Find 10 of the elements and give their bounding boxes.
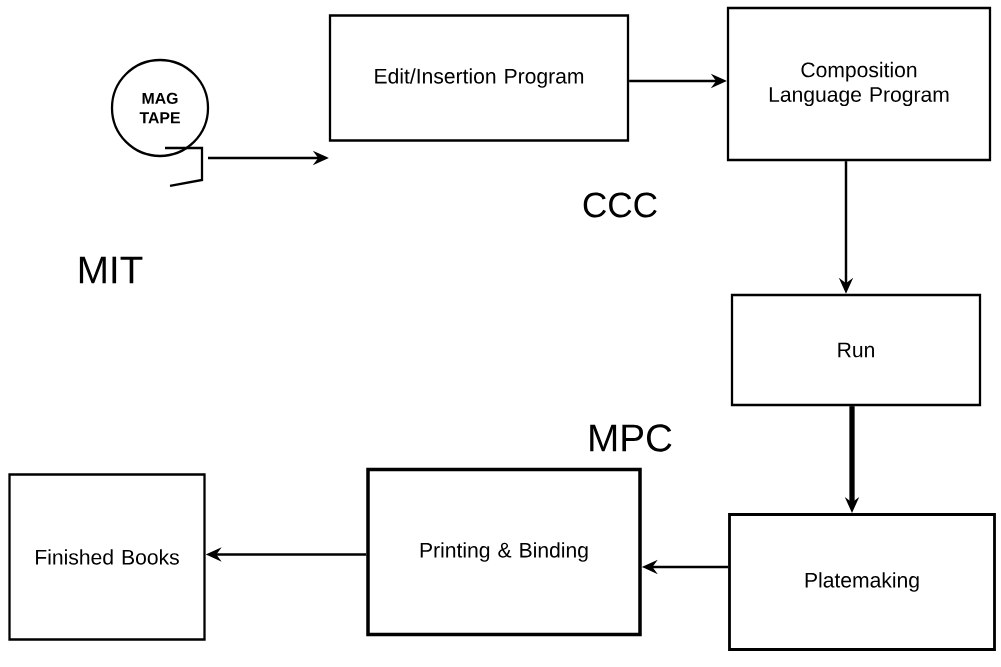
process-box: Platemaking	[728, 513, 996, 651]
process-box: Edit/Insertion Program	[328, 14, 630, 142]
process-box: Printing & Binding	[366, 467, 642, 637]
process-box: Composition Language Program	[726, 6, 992, 162]
region-label: MPC	[590, 424, 672, 452]
process-box: Finished Books	[8, 473, 206, 641]
process-box: Run	[730, 293, 982, 407]
region-label: MIT	[79, 256, 143, 284]
region-label: CCC	[583, 192, 657, 218]
tape-reel: MAG TAPE	[110, 58, 210, 188]
